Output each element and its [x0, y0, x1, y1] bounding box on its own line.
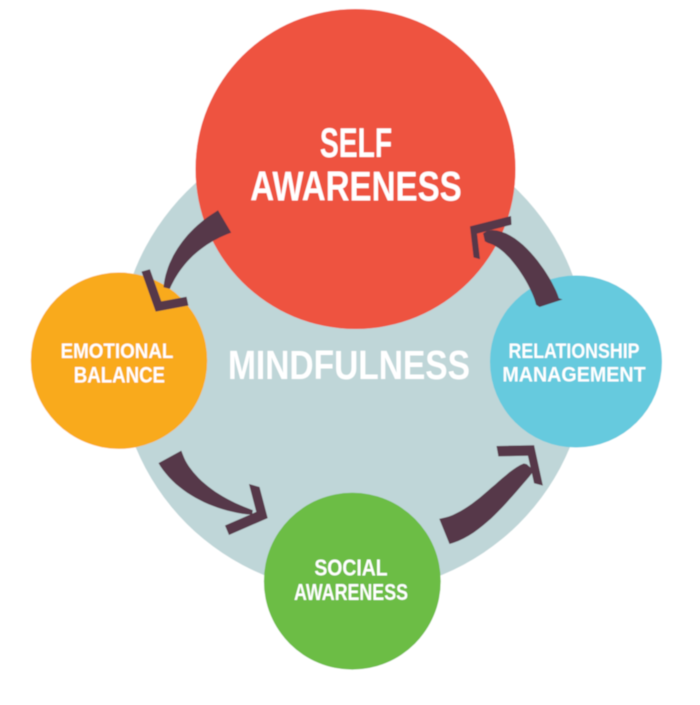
svg-text:MINDFULNESS: MINDFULNESS: [228, 342, 470, 388]
svg-text:AWARENESS: AWARENESS: [294, 579, 408, 605]
svg-text:BALANCE: BALANCE: [74, 363, 165, 388]
svg-text:RELATIONSHIP: RELATIONSHIP: [509, 340, 640, 363]
svg-text:EMOTIONAL: EMOTIONAL: [61, 340, 174, 363]
svg-text:AWARENESS: AWARENESS: [250, 164, 462, 210]
svg-text:SELF: SELF: [320, 120, 392, 166]
svg-text:SOCIAL: SOCIAL: [314, 555, 387, 581]
svg-text:MANAGEMENT: MANAGEMENT: [502, 364, 645, 387]
